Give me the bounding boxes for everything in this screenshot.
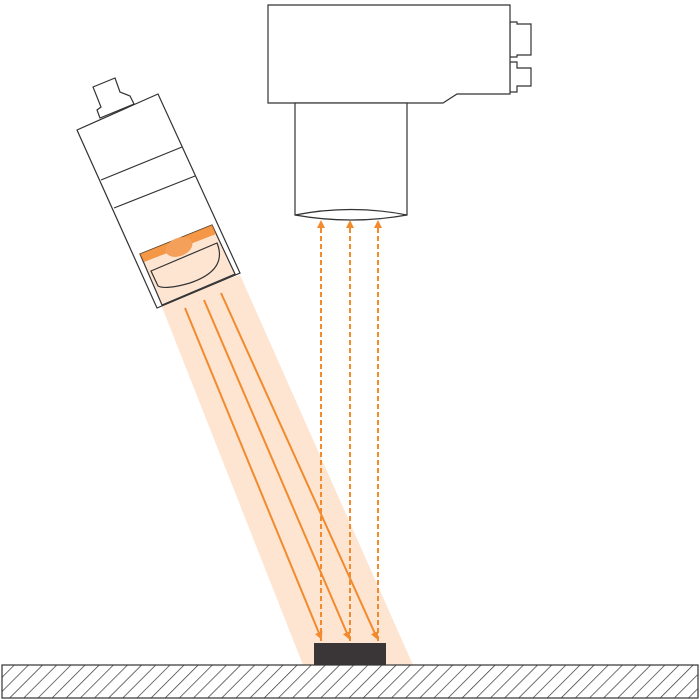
light-connector xyxy=(92,77,135,119)
camera xyxy=(267,4,532,221)
camera-connector xyxy=(509,61,532,93)
incident-ray xyxy=(184,307,323,640)
reflected-rays xyxy=(317,220,382,641)
angled-light xyxy=(76,77,241,309)
camera-lens xyxy=(294,208,408,221)
light-lens xyxy=(150,242,221,289)
housing-divider xyxy=(113,175,196,209)
camera-body xyxy=(267,4,511,104)
incident-ray xyxy=(203,299,351,640)
camera-connector xyxy=(509,21,532,58)
camera-lens-tube xyxy=(294,102,408,216)
inspected-object xyxy=(314,643,386,665)
led-glow xyxy=(165,237,193,257)
light-beam xyxy=(160,275,413,665)
work-surface xyxy=(1,664,699,699)
housing-divider xyxy=(100,146,183,181)
